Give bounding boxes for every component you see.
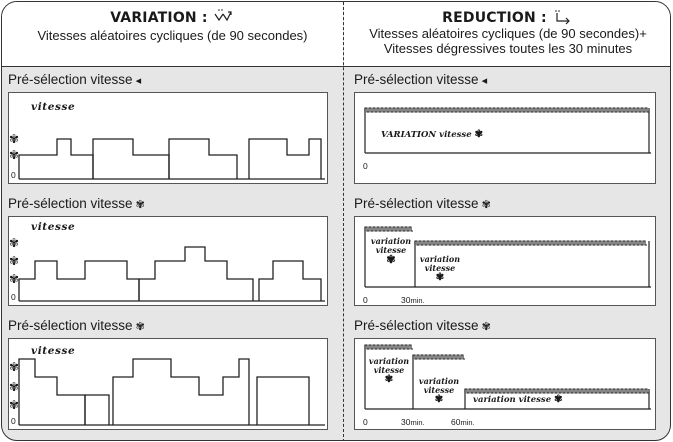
fan-icon: ✾ (9, 360, 20, 374)
fan-icon: ◂ (135, 75, 142, 87)
left-chart-1-ylabel: vitesse (31, 101, 76, 113)
left-chart-3: vitesse ✾ ✾ ✾ 0 (8, 338, 328, 430)
left-chart-3-ylabel: vitesse (31, 345, 76, 357)
right-chart-2: variation vitesse✾ variation vitesse✾ 0 … (354, 216, 656, 306)
left-chart-3-svg (18, 358, 325, 426)
fan-icon: ✾ (9, 148, 20, 162)
fan-icon: ✾ (135, 199, 145, 211)
left-chart-1-svg (18, 138, 325, 180)
right-chart-3: variation vitesse✾ variation vitesse✾ va… (354, 338, 656, 430)
right-chart-2-svg (364, 226, 651, 288)
fan-icon: ✾ (135, 321, 145, 333)
left-chart-2: vitesse ✾ ✾ ✾ 0 (8, 216, 328, 306)
right-chart-3-tick-60: 60min. (451, 417, 475, 427)
fan-icon: ✾ (9, 132, 20, 146)
left-section-3-label: Pré-sélection vitesse✾ (8, 318, 145, 333)
right-chart-1-label: VARIATION vitesse ✾ (381, 129, 483, 140)
speed-variation-wave (364, 344, 413, 350)
variation-subtitle: Vitesses aléatoires cycliques (de 90 sec… (37, 28, 308, 43)
right-section-2-label: Pré-sélection vitesse✾ (354, 196, 491, 211)
right-chart-2-label-1: variation vitesse✾ (370, 236, 412, 266)
fan-icon: ✾ (386, 253, 396, 266)
right-chart-3-label-2: variation vitesse✾ (418, 376, 460, 405)
speed-variation-wave (364, 226, 413, 232)
column-divider (343, 2, 344, 440)
reduction-subtitle-2: Vitesses dégressives toutes les 30 minut… (383, 41, 633, 56)
speed-variation-wave (414, 240, 647, 246)
right-chart-3-label-1: variation vitesse✾ (368, 356, 410, 385)
speed-variation-wave (364, 107, 649, 113)
left-chart-1-zero: 0 (11, 170, 16, 180)
right-chart-3-label-3: variation vitesse ✾ (473, 394, 563, 405)
fan-icon: ✾ (9, 254, 20, 268)
left-chart-2-svg (18, 246, 325, 302)
right-chart-1-zero: 0 (363, 161, 368, 171)
left-chart-1: vitesse ✾ ✾ 0 (8, 92, 328, 184)
fan-icon: ✾ (384, 374, 394, 385)
left-chart-2-zero: 0 (11, 292, 16, 302)
fan-icon: ✾ (9, 380, 20, 394)
right-chart-1-svg (364, 107, 651, 154)
reduction-icon (555, 10, 570, 25)
right-section-3-label: Pré-sélection vitesse✾ (354, 318, 491, 333)
fan-icon: ✾ (9, 272, 20, 286)
right-chart-3-zero: 0 (363, 417, 368, 427)
right-chart-2-zero: 0 (363, 295, 368, 305)
left-section-1-label: Pré-sélection vitesse◂ (8, 72, 142, 87)
left-chart-2-ylabel: vitesse (31, 221, 76, 233)
variation-header: VARIATION : Vitesses aléatoires cyclique… (2, 2, 343, 66)
right-chart-1: VARIATION vitesse ✾ 0 (354, 92, 656, 184)
reduction-header: REDUCTION : Vitesses aléatoires cyclique… (344, 2, 670, 66)
variation-icon (214, 9, 232, 22)
left-chart-3-zero: 0 (11, 416, 16, 426)
variation-title: VARIATION : (110, 10, 208, 26)
fan-icon: ✾ (434, 394, 444, 405)
right-chart-3-svg (364, 344, 651, 410)
fan-icon: ✾ (474, 129, 483, 140)
fan-icon: ◂ (481, 75, 488, 87)
speed-variation-wave (464, 388, 649, 394)
fan-icon: ✾ (9, 398, 20, 412)
fan-icon: ✾ (481, 321, 491, 333)
right-chart-2-label-2: variation vitesse✾ (419, 254, 461, 283)
reduction-subtitle-1: Vitesses aléatoires cycliques (de 90 sec… (369, 26, 647, 41)
right-chart-3-tick-30: 30min. (401, 417, 425, 427)
speed-variation-wave (412, 354, 465, 360)
fan-icon: ✾ (9, 236, 20, 250)
left-section-2-label: Pré-sélection vitesse✾ (8, 196, 145, 211)
fan-icon: ✾ (435, 272, 445, 283)
header-divider (2, 66, 670, 67)
right-chart-2-tick-30: 30min. (401, 295, 425, 305)
reduction-title: REDUCTION : (442, 10, 547, 26)
fan-icon: ✾ (481, 199, 491, 211)
fan-icon: ✾ (554, 394, 563, 405)
right-section-1-label: Pré-sélection vitesse◂ (354, 72, 488, 87)
